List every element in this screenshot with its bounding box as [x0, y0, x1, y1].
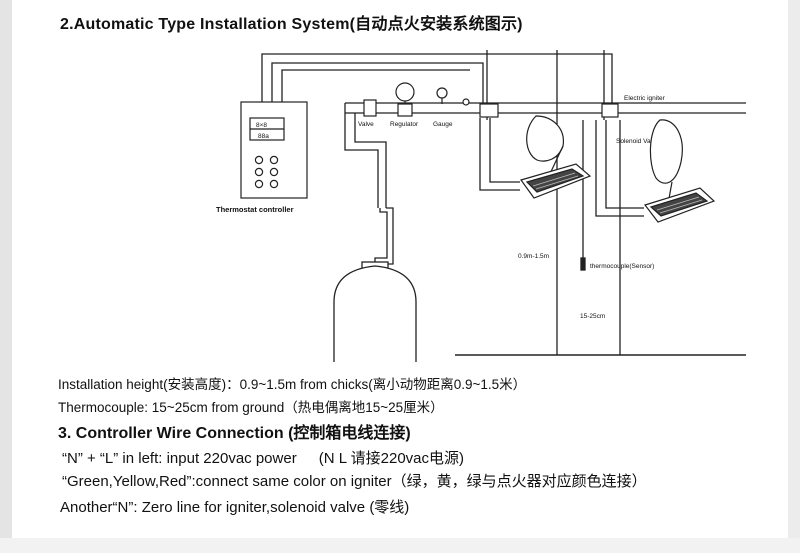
power-input-line: “N” + “L” in left: input 220vac power (N …: [62, 447, 464, 468]
power-input-text: “N” + “L” in left: input 220vac power: [62, 450, 297, 467]
controller-wire-c: [281, 69, 470, 102]
pipe-drop-left-inner: [354, 113, 387, 208]
heater-2-pipe: [595, 120, 644, 217]
height-label: 0.9m-1.5m: [518, 253, 549, 260]
ground-label: 15-25cm: [580, 313, 605, 320]
valve-icon: [363, 99, 377, 117]
regulator-label: Regulator: [390, 121, 419, 128]
controller-display-top: 8×8: [256, 122, 267, 129]
cylinder-hose: [374, 208, 388, 268]
thermocouple-text: Thermocouple: 15~25cm from ground（热电偶离地1…: [58, 400, 444, 415]
gauge-label: Gauge: [433, 121, 453, 128]
pipe-drop-left-outer: [344, 103, 379, 208]
installation-height-text: Installation height(安装高度)：0.9~1.5m from …: [58, 377, 527, 392]
thermostat-controller: [240, 101, 308, 199]
gas-cylinder: [333, 261, 417, 362]
solenoid-box-1: [479, 103, 499, 118]
igniter-label: Electric igniter: [624, 95, 666, 102]
heater-1: [520, 115, 592, 199]
thermocouple-probe: [580, 257, 586, 271]
controller-wire-a: [261, 53, 613, 105]
heater-1-pipe: [479, 118, 520, 191]
controller-label: Thermostat controller: [216, 205, 294, 214]
heater-2: [644, 119, 716, 223]
controller-display-bottom: 88a: [258, 133, 269, 140]
regulator-icon: [395, 82, 415, 102]
solenoid-label: Solenoid Valve: [616, 138, 659, 145]
solenoid-box-2: [601, 103, 619, 118]
controller-wire-b: [271, 62, 484, 108]
thermocouple-label: thermocouple(Sensor): [590, 263, 654, 270]
igniter-wire-text: “Green,Yellow,Red”:connect same color on…: [62, 473, 647, 490]
left-border: [0, 0, 12, 553]
zero-line-text: Another“N”: Zero line for igniter,soleno…: [60, 499, 410, 516]
bottom-border: [0, 538, 800, 553]
valve-label: Valve: [358, 121, 374, 128]
power-input-note: (N L 请接220vac电源): [318, 450, 465, 467]
gauge-icon: [436, 87, 448, 99]
section-3-title: 3. Controller Wire Connection (控制箱电线连接): [58, 425, 411, 442]
right-border: [788, 0, 800, 553]
section-2-title: 2.Automatic Type Installation System(自动点…: [60, 16, 523, 33]
